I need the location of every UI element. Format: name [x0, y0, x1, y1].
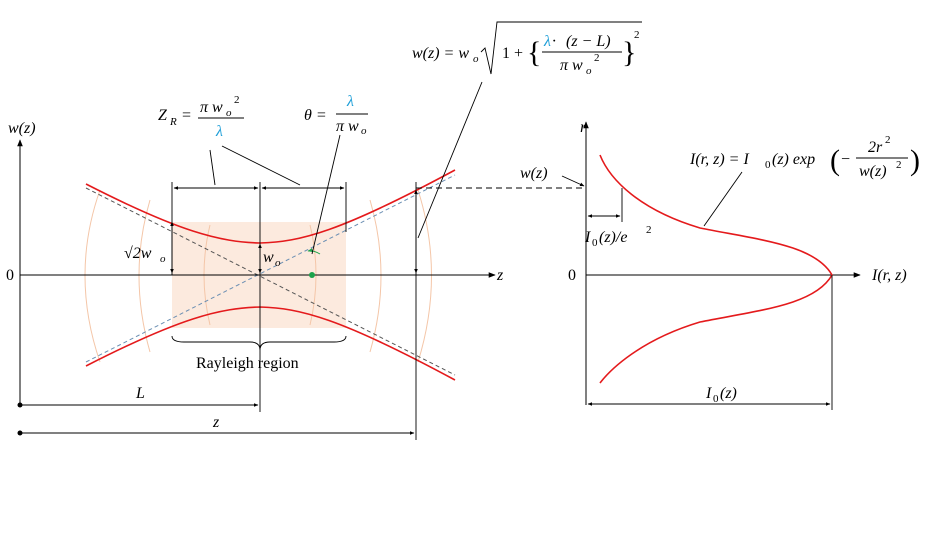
intensity-formula-leader: [703, 171, 743, 227]
svg-text:−: −: [841, 151, 850, 168]
i0-e2-label: I 0 (z)/e 2: [584, 224, 652, 249]
svg-text:λ: λ: [543, 33, 551, 50]
wz-right-label: w(z): [520, 165, 548, 182]
svg-text:λ: λ: [215, 123, 223, 140]
svg-text:o: o: [160, 253, 166, 265]
svg-text:0: 0: [765, 159, 771, 171]
svg-text:0: 0: [713, 393, 719, 405]
svg-text:I(r, z) = I: I(r, z) = I: [689, 151, 749, 168]
divergence-angle-arc: [307, 248, 321, 255]
svg-text:o: o: [361, 125, 367, 137]
svg-text:2: 2: [646, 224, 652, 236]
rayleigh-leader-1: [209, 149, 216, 186]
rayleigh-region-label: Rayleigh region: [196, 355, 299, 372]
svg-text:π w: π w: [200, 99, 223, 116]
svg-text:{: {: [527, 36, 541, 69]
svg-text:2: 2: [594, 52, 600, 64]
left-x-axis-label: z: [496, 267, 504, 284]
asymptote-line-up: [85, 187, 456, 376]
L-label: L: [135, 385, 145, 402]
right-origin-label: 0: [568, 267, 576, 284]
svg-text:√2w: √2w: [124, 245, 152, 262]
beam-formula-leader: [417, 81, 483, 239]
svg-text:(z)/e: (z)/e: [599, 229, 627, 246]
beam-radius-formula: w(z) = w o 1 + { λ · (z − L) π w o 2 } 2: [412, 21, 642, 77]
asymptote-line-down: [85, 174, 456, 363]
svg-text:2: 2: [896, 159, 902, 171]
z-label: z: [212, 414, 220, 431]
theta-leader: [311, 134, 341, 255]
svg-text:R: R: [169, 116, 177, 128]
svg-text:2: 2: [234, 94, 240, 106]
left-y-axis-label: w(z): [8, 120, 36, 137]
svg-text:λ: λ: [346, 93, 354, 110]
divergence-angle-formula: θ = λ π w o: [304, 93, 368, 137]
svg-text:2: 2: [634, 29, 640, 41]
svg-text:=: =: [182, 107, 191, 124]
sqrt2-w0-label: √2w o: [124, 245, 166, 265]
divergence-origin-dot: [309, 272, 315, 278]
left-origin-label: 0: [6, 267, 14, 284]
svg-text:(z − L): (z − L): [566, 33, 611, 50]
svg-text:·: ·: [552, 33, 556, 50]
svg-text:w: w: [263, 249, 274, 266]
svg-text:1 +: 1 +: [502, 45, 523, 62]
svg-text:(z): (z): [720, 385, 737, 402]
intensity-formula: I(r, z) = I 0 (z) exp ( − 2r 2 w(z) 2 ): [689, 134, 920, 180]
svg-text:o: o: [226, 107, 232, 119]
w0-label: w o: [263, 249, 281, 269]
svg-text:0: 0: [592, 237, 598, 249]
rayleigh-range-formula: Z R = π w o 2 λ: [158, 94, 244, 140]
svg-text:): ): [910, 144, 920, 177]
svg-text:w(z) = w: w(z) = w: [412, 45, 469, 62]
rayleigh-brace: [171, 335, 347, 351]
svg-text:o: o: [275, 257, 281, 269]
svg-text:(: (: [830, 144, 840, 177]
svg-text:}: }: [622, 36, 636, 69]
svg-text:2r: 2r: [868, 139, 883, 156]
wz-right-arrow: [561, 175, 585, 187]
right-y-axis-label: r: [580, 119, 587, 136]
svg-text:(z) exp: (z) exp: [772, 151, 815, 168]
rayleigh-leader-2: [221, 145, 301, 186]
svg-text:I: I: [584, 229, 591, 246]
svg-text:o: o: [473, 53, 479, 65]
svg-text:π w: π w: [560, 57, 583, 74]
svg-text:I: I: [705, 385, 712, 402]
svg-text:θ =: θ =: [304, 107, 327, 124]
gaussian-intensity-profile: [599, 154, 833, 384]
svg-text:2: 2: [885, 134, 891, 146]
svg-text:w(z): w(z): [859, 163, 887, 180]
svg-text:Z: Z: [158, 107, 168, 124]
svg-text:π w: π w: [336, 118, 359, 135]
svg-text:o: o: [586, 65, 592, 77]
i0-label: I 0 (z): [705, 385, 737, 405]
right-x-axis-label: I(r, z): [871, 267, 907, 284]
